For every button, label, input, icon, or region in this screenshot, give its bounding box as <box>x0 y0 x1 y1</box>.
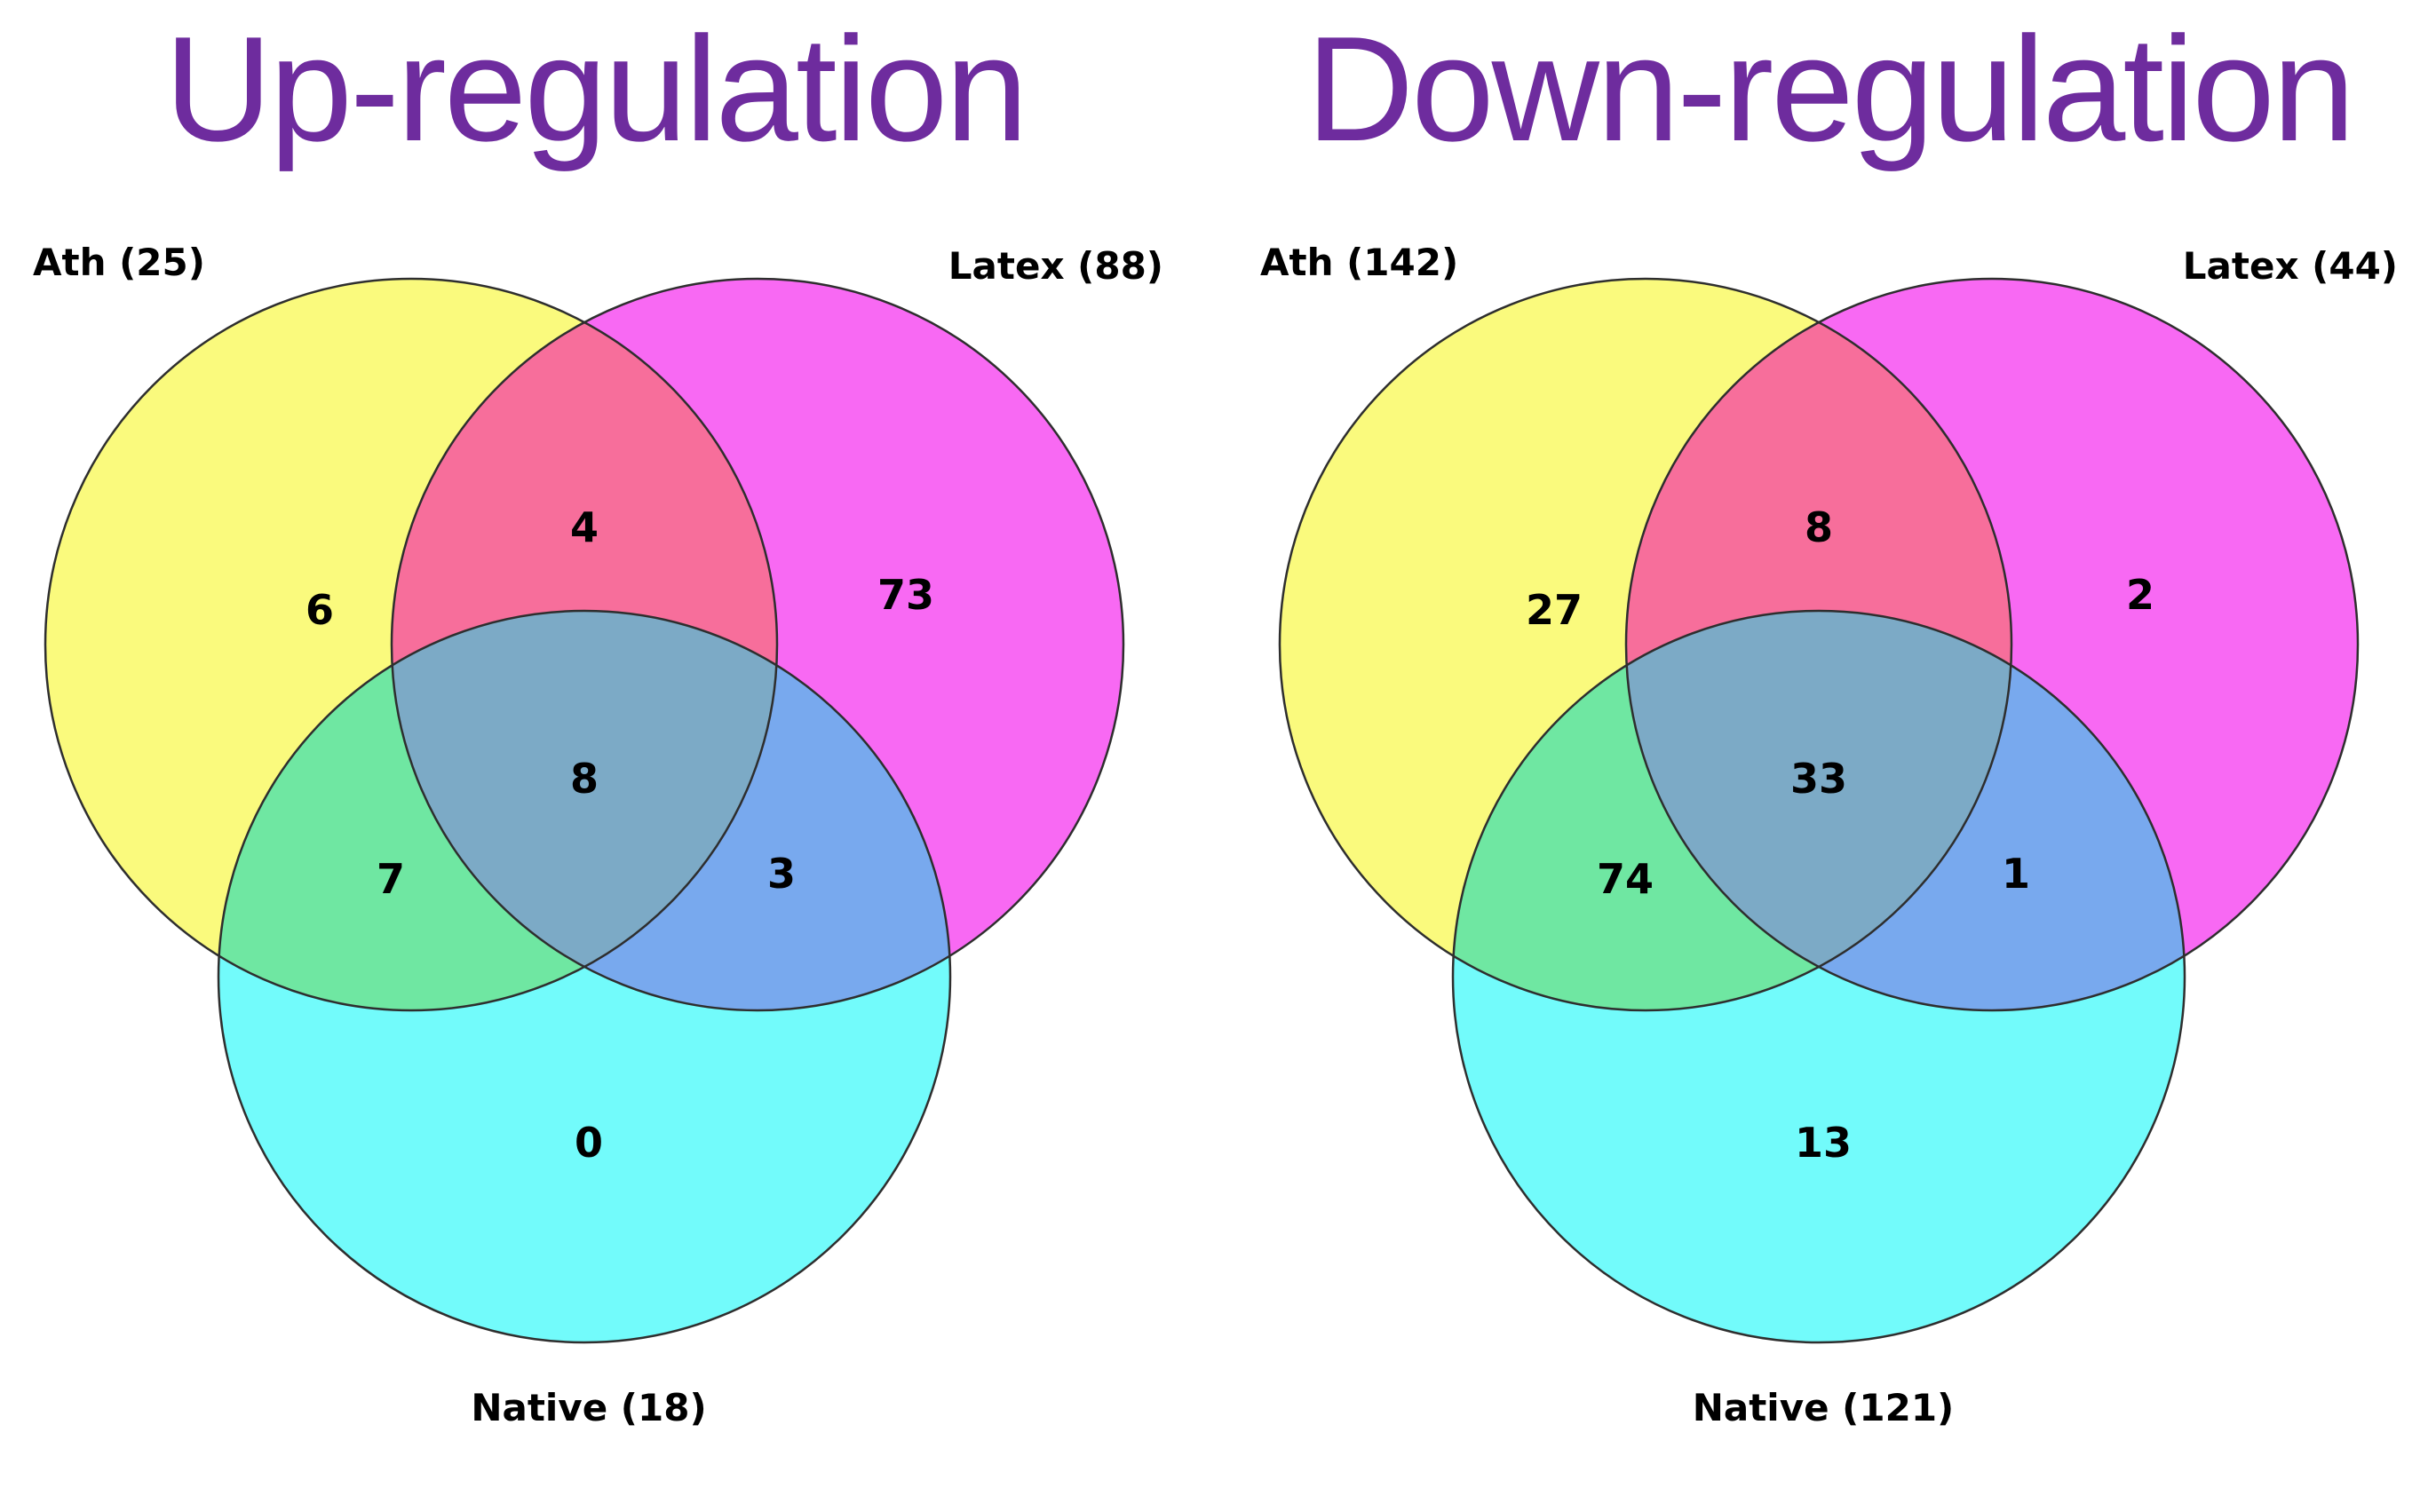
venn-up-count-latex-only: 73 <box>877 571 934 619</box>
venn-down-count-latex-only: 2 <box>2126 571 2154 619</box>
venn-up-count-latex-native: 3 <box>767 850 796 898</box>
venn-down-count-ath-latex: 8 <box>1805 503 1833 551</box>
venn-up-label-ath: Ath (25) <box>33 241 205 284</box>
venn-up-count-native-only: 0 <box>575 1119 603 1167</box>
venn-up-outline-latex <box>390 277 1125 1012</box>
venn-down-label-native: Native (121) <box>1693 1386 1955 1429</box>
panel-up-regulation: Up-regulation Ath (25) <box>9 5 1181 1512</box>
venn-down-outline-ath <box>1278 277 2013 1012</box>
panel-down-regulation: Down-regulation Ath (142 <box>1243 5 2416 1512</box>
venn-up-outline-ath <box>44 277 779 1012</box>
venn-up-label-latex: Latex (88) <box>948 244 1163 288</box>
venn-down-count-native-only: 13 <box>1795 1119 1852 1167</box>
venn-down-count-ath-only: 27 <box>1526 586 1583 634</box>
down-regulation-title: Down-regulation <box>1305 5 2355 172</box>
venn-down-count-latex-native: 1 <box>2002 850 2030 898</box>
venn-down-count-center: 33 <box>1790 755 1847 803</box>
up-regulation-title: Up-regulation <box>164 5 1028 172</box>
venn-down-label-latex: Latex (44) <box>2183 244 2398 288</box>
venn-up-count-ath-latex: 4 <box>570 503 599 551</box>
venn-diagram-up: Ath (25) Latex (88) Native (18) 6 4 73 8… <box>33 241 1163 1429</box>
venn-down-label-ath: Ath (142) <box>1260 241 1458 284</box>
venn-down-count-ath-native: 74 <box>1597 855 1654 903</box>
venn-down-outline-latex <box>1624 277 2360 1012</box>
venn-up-outline-native <box>217 609 952 1344</box>
venn-up-count-center: 8 <box>570 755 599 803</box>
venn-up-label-native: Native (18) <box>471 1386 706 1429</box>
venn-up-count-ath-only: 6 <box>305 586 334 634</box>
venn-down-outline-native <box>1451 609 2186 1344</box>
venn-diagram-down: Ath (142) Latex (44) Native (121) 27 8 2… <box>1260 241 2398 1429</box>
venn-up-count-ath-native: 7 <box>377 855 405 903</box>
